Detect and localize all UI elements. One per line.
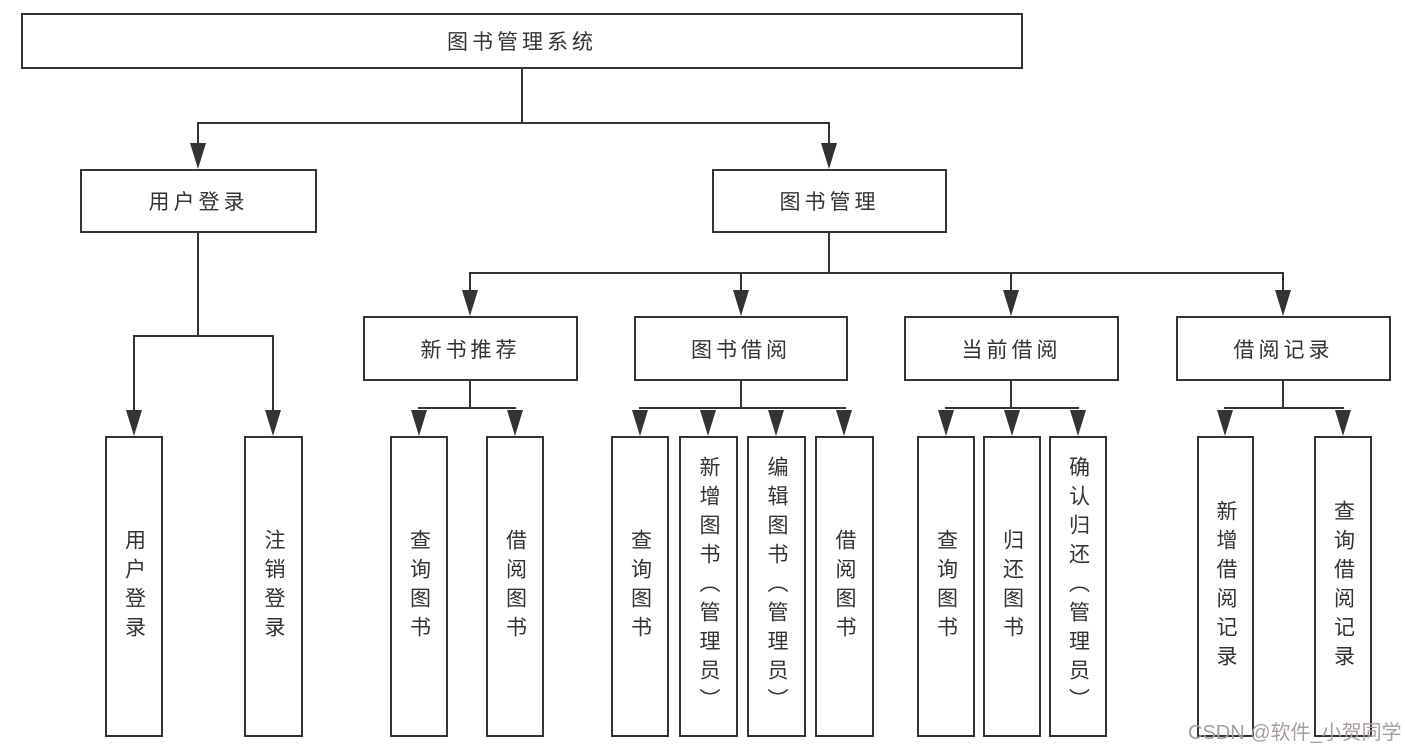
node-label: 新书推荐 [420,338,521,362]
connector-line [1282,272,1284,292]
node-label: 用户登录 [148,191,249,214]
node-book-management: 图书管理 [712,169,947,233]
leaf-logout: 注销登录 [244,436,303,737]
connector-line [740,381,742,409]
arrowhead-icon [1275,290,1291,316]
node-label: 新增图书（管理员） [697,456,720,717]
leaf-query-books-3: 查询图书 [917,436,975,737]
leaf-query-books-1: 查询图书 [390,436,448,737]
node-label: 查询图书 [407,528,431,645]
arrowhead-icon [836,410,852,436]
node-label: 借阅图书 [833,528,856,645]
arrowhead-icon [1003,290,1019,316]
arrowhead-icon [768,410,784,436]
node-label: 新增借阅记录 [1214,499,1237,674]
connector-line [197,233,199,335]
arrowhead-icon [733,290,749,316]
arrowhead-icon [700,410,716,436]
connector-line [272,335,274,412]
node-label: 图书借阅 [691,338,791,362]
node-current-borrowing: 当前借阅 [904,316,1119,381]
leaf-add-borrow-record: 新增借阅记录 [1197,436,1254,737]
leaf-edit-books-admin: 编辑图书（管理员） [747,436,806,737]
node-label: 图书管理 [779,191,880,214]
connector-line [469,272,471,292]
node-label: 归还图书 [1000,528,1024,645]
leaf-borrow-books-1: 借阅图书 [486,436,544,737]
csdn-watermark: CSDN @软件_小贺同学 [1188,722,1402,744]
arrowhead-icon [1217,410,1233,436]
arrowhead-icon [507,410,523,436]
arrowhead-icon [938,410,954,436]
connector-line [1282,381,1284,409]
connector-line [133,335,274,337]
node-library-system: 图书管理系统 [21,13,1023,69]
connector-line [197,122,830,124]
leaf-add-books-admin: 新增图书（管理员） [679,436,738,737]
connector-line [1010,381,1012,409]
connector-line [828,233,830,274]
connector-line [740,272,742,292]
connector-line [469,381,471,409]
connector-line [418,407,516,409]
node-label: 借阅记录 [1233,338,1334,362]
arrowhead-icon [1335,410,1351,436]
leaf-user-login: 用户登录 [105,436,163,737]
connector-line [639,407,846,409]
node-user-login: 用户登录 [80,169,317,233]
leaf-borrow-books-2: 借阅图书 [815,436,874,737]
arrowhead-icon [1004,410,1020,436]
connector-line [133,335,135,412]
node-label: 注销登录 [262,528,285,645]
connector-line [469,272,1284,274]
node-label: 查询借阅记录 [1331,499,1355,674]
connector-line [1224,407,1344,409]
leaf-confirm-return-admin: 确认归还（管理员） [1049,436,1107,737]
node-label: 用户登录 [122,528,146,645]
node-label: 图书管理系统 [447,31,597,54]
arrowhead-icon [821,143,837,169]
arrowhead-icon [632,410,648,436]
node-label: 当前借阅 [961,338,1062,362]
node-label: 借阅图书 [503,528,527,645]
leaf-query-borrow-record: 查询借阅记录 [1314,436,1372,737]
connector-line [1010,272,1012,292]
connector-line [945,407,1079,409]
arrowhead-icon [462,290,478,316]
arrowhead-icon [190,143,206,169]
arrowhead-icon [411,410,427,436]
node-label: 编辑图书（管理员） [765,456,788,717]
leaf-query-books-2: 查询图书 [611,436,669,737]
connector-line [197,122,199,145]
node-book-borrowing: 图书借阅 [634,316,848,381]
leaf-return-books: 归还图书 [983,436,1041,737]
arrowhead-icon [1070,410,1086,436]
arrowhead-icon [265,410,281,436]
arrowhead-icon [126,410,142,436]
node-borrow-records: 借阅记录 [1176,316,1391,381]
node-new-book-recommend: 新书推荐 [363,316,578,381]
node-label: 查询图书 [934,528,958,645]
node-label: 确认归还（管理员） [1066,456,1090,717]
connector-line [521,68,523,124]
connector-line [828,122,830,145]
node-label: 查询图书 [628,528,652,645]
